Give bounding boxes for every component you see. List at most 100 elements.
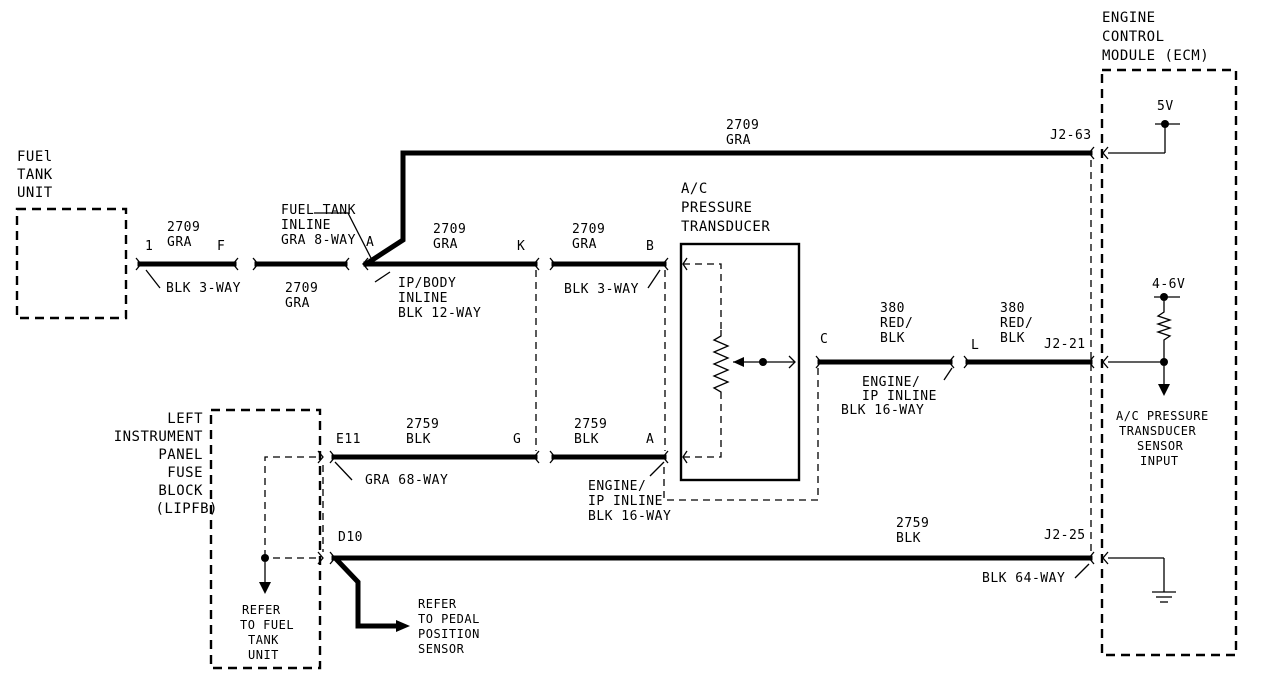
svg-text:GRA: GRA <box>726 133 751 148</box>
transducer-label: A/C PRESSURE TRANSDUCER <box>681 181 770 235</box>
svg-text:A/C PRESSURE: A/C PRESSURE <box>1116 409 1209 423</box>
svg-text:GRA 8-WAY: GRA 8-WAY <box>281 233 356 248</box>
svg-text:TRANSDUCER: TRANSDUCER <box>1119 424 1197 438</box>
svg-text:TO PEDAL: TO PEDAL <box>418 612 480 626</box>
svg-text:POSITION: POSITION <box>418 627 480 641</box>
svg-text:D10: D10 <box>338 530 363 545</box>
svg-text:PRESSURE: PRESSURE <box>681 200 752 216</box>
svg-text:380: 380 <box>1000 301 1025 316</box>
svg-text:TRANSDUCER: TRANSDUCER <box>681 219 770 235</box>
svg-text:5V: 5V <box>1157 99 1174 114</box>
svg-text:UNIT: UNIT <box>17 185 53 201</box>
pedal-arrow <box>396 620 410 632</box>
svg-text:REFER: REFER <box>242 603 281 617</box>
svg-text:RED/: RED/ <box>880 316 913 331</box>
ecm-internals <box>1108 120 1180 603</box>
lipfb-label: LEFT INSTRUMENT PANEL FUSE BLOCK (LIPFB) <box>114 411 218 517</box>
svg-text:2709: 2709 <box>726 118 759 133</box>
svg-text:F: F <box>217 239 225 254</box>
refer-fuel-tank-label: REFER TO FUEL TANK UNIT <box>240 603 294 662</box>
refer-pedal-label: REFER TO PEDAL POSITION SENSOR <box>418 597 480 656</box>
svg-text:2759: 2759 <box>896 516 929 531</box>
svg-text:CONTROL: CONTROL <box>1102 29 1165 45</box>
svg-text:INPUT: INPUT <box>1140 454 1179 468</box>
svg-text:J2-25: J2-25 <box>1044 528 1086 543</box>
svg-text:ENGINE: ENGINE <box>1102 10 1156 26</box>
svg-text:IP/BODY: IP/BODY <box>398 276 456 291</box>
svg-text:TANK: TANK <box>17 167 53 183</box>
ecm-label: ENGINE CONTROL MODULE (ECM) <box>1102 10 1209 64</box>
lipfb-box <box>209 408 322 670</box>
transducer-box <box>679 242 801 482</box>
svg-text:J2-21: J2-21 <box>1044 337 1086 352</box>
fuel-tank-unit-box <box>15 207 128 320</box>
svg-text:2709: 2709 <box>572 222 605 237</box>
wire-labels: 2709 GRA 2709 GRA 2709 GRA 2709 GRA 2709… <box>167 118 1033 546</box>
svg-text:IP INLINE: IP INLINE <box>588 494 663 509</box>
svg-text:SENSOR: SENSOR <box>418 642 465 656</box>
svg-text:ENGINE/: ENGINE/ <box>588 479 646 494</box>
svg-text:FUEL TANK: FUEL TANK <box>281 203 356 218</box>
svg-text:INLINE: INLINE <box>281 218 331 233</box>
ecm-internal-labels: 5V 4-6V A/C PRESSURE TRANSDUCER SENSOR I… <box>1116 99 1209 468</box>
fuel-tank-unit-label: FUEl TANK UNIT <box>17 149 53 201</box>
svg-text:RED/: RED/ <box>1000 316 1033 331</box>
svg-text:SENSOR: SENSOR <box>1137 439 1184 453</box>
svg-text:ENGINE/: ENGINE/ <box>862 375 920 390</box>
svg-text:380: 380 <box>880 301 905 316</box>
svg-text:BLK: BLK <box>406 432 431 447</box>
svg-text:C: C <box>820 332 828 347</box>
connector-labels: BLK 3-WAY FUEL TANK INLINE GRA 8-WAY IP/… <box>166 203 1065 586</box>
svg-text:BLK 3-WAY: BLK 3-WAY <box>564 282 639 297</box>
svg-text:BLK: BLK <box>1000 331 1025 346</box>
svg-text:UNIT: UNIT <box>248 648 279 662</box>
connector-ends <box>135 146 1109 565</box>
svg-text:2709: 2709 <box>285 281 318 296</box>
wire-2709-top <box>362 150 1093 268</box>
svg-text:TO FUEL: TO FUEL <box>240 618 294 632</box>
svg-text:2759: 2759 <box>406 417 439 432</box>
svg-text:REFER: REFER <box>418 597 457 611</box>
pin-labels: 1 F A K B C L E11 G A D10 J2-63 J2-21 J2… <box>145 128 1092 545</box>
svg-text:BLK 12-WAY: BLK 12-WAY <box>398 306 481 321</box>
svg-text:IP INLINE: IP INLINE <box>862 389 937 404</box>
svg-text:2709: 2709 <box>433 222 466 237</box>
lipfb-internals <box>259 554 271 594</box>
ecm-box <box>1100 68 1238 657</box>
svg-text:BLK: BLK <box>896 531 921 546</box>
svg-text:2759: 2759 <box>574 417 607 432</box>
svg-text:LEFT: LEFT <box>167 411 203 427</box>
svg-text:GRA 68-WAY: GRA 68-WAY <box>365 473 448 488</box>
svg-text:A: A <box>366 235 374 250</box>
svg-text:BLK 16-WAY: BLK 16-WAY <box>841 403 924 418</box>
svg-text:2709: 2709 <box>167 220 200 235</box>
svg-text:FUEl: FUEl <box>17 149 53 165</box>
svg-text:J2-63: J2-63 <box>1050 128 1092 143</box>
svg-text:TANK: TANK <box>248 633 279 647</box>
svg-text:BLOCK: BLOCK <box>158 483 203 499</box>
svg-text:PANEL: PANEL <box>158 447 203 463</box>
callout-leaders <box>145 212 1090 579</box>
wire-to-pedal <box>333 556 403 629</box>
svg-text:GRA: GRA <box>572 237 597 252</box>
svg-text:1: 1 <box>145 239 153 254</box>
svg-text:G: G <box>513 432 521 447</box>
svg-text:GRA: GRA <box>167 235 192 250</box>
svg-text:A/C: A/C <box>681 181 708 197</box>
svg-text:BLK 16-WAY: BLK 16-WAY <box>588 509 671 524</box>
svg-text:A: A <box>646 432 654 447</box>
svg-text:GRA: GRA <box>433 237 458 252</box>
dashed-shells <box>264 160 1092 560</box>
svg-text:INSTRUMENT: INSTRUMENT <box>114 429 203 445</box>
svg-text:4-6V: 4-6V <box>1152 277 1185 292</box>
svg-text:BLK: BLK <box>880 331 905 346</box>
transducer-potentiometer <box>682 257 796 464</box>
svg-text:MODULE (ECM): MODULE (ECM) <box>1102 48 1209 64</box>
svg-text:GRA: GRA <box>285 296 310 311</box>
svg-text:INLINE: INLINE <box>398 291 448 306</box>
svg-text:B: B <box>646 239 654 254</box>
svg-text:FUSE: FUSE <box>167 465 203 481</box>
svg-text:(LIPFB): (LIPFB) <box>155 501 218 517</box>
svg-text:BLK: BLK <box>574 432 599 447</box>
